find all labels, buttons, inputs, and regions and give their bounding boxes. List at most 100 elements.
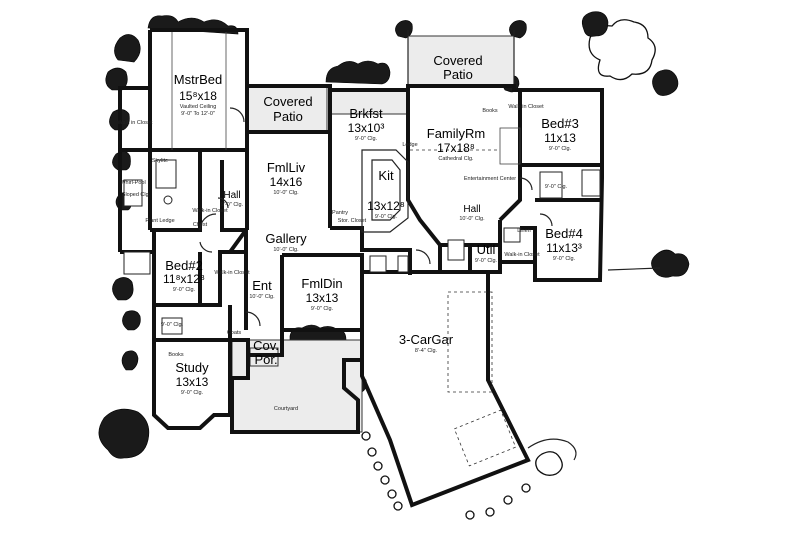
tree: [98, 408, 150, 459]
wall: [150, 28, 249, 150]
walk-in-closet-bed2-label: Walk-in Closet: [214, 270, 250, 276]
room-labels: MstrBed 15⁸x18 Vaulted Ceiling 9'-0" To …: [163, 53, 583, 396]
door-swing[interactable]: [199, 241, 213, 253]
annotations: Walk in Closet Whirl-Pool Skylite Sloped…: [118, 104, 568, 412]
fml-din-size: 13x13: [306, 291, 339, 305]
wall: [228, 223, 248, 254]
garage-ceiling: 8'-4" Clg.: [415, 348, 438, 354]
courtyard-label: Courtyard: [274, 406, 298, 412]
bed4-name: Bed#4: [545, 226, 583, 241]
bed2-size: 11⁸x12⁸: [163, 272, 205, 286]
door-swing[interactable]: [199, 213, 217, 231]
linen-shelf: [503, 227, 521, 243]
door-swing[interactable]: [245, 311, 261, 327]
hall-right-ceiling: 10'-0" Clg.: [459, 216, 485, 222]
util-ceiling: 9'-0" Clg.: [475, 258, 498, 264]
wall: [154, 305, 232, 342]
bed3-name: Bed#3: [541, 116, 579, 131]
chest-label: Chest: [193, 222, 208, 228]
wall: [120, 148, 152, 230]
shrub: [509, 20, 527, 39]
kitchen-counter: [361, 149, 409, 233]
covered-patio-right: [407, 35, 515, 87]
family-rm-size: 17x18⁸: [437, 141, 475, 155]
hall-left-name: Hall: [223, 190, 240, 201]
wall: [230, 355, 362, 434]
family-rm-name: FamilyRm: [427, 126, 486, 141]
brkfst-name: Brkfst: [349, 106, 383, 121]
covered-patio-right-label-2: Patio: [443, 67, 473, 82]
sink: [123, 251, 151, 275]
master-bed-ceiling-height: 9'-0" To 12'-0": [181, 111, 215, 117]
shrub: [121, 350, 139, 371]
study-size: 13x13: [176, 375, 209, 389]
shrub: [521, 483, 531, 493]
family-rm-ceiling: Cathedral Clg.: [438, 156, 474, 162]
shrub: [652, 69, 679, 96]
util-name: Util: [477, 242, 496, 257]
door-swing[interactable]: [217, 197, 229, 209]
shrub: [114, 34, 141, 63]
garage-name: 3-CarGar: [399, 332, 454, 347]
coats-label: Coats: [227, 330, 242, 336]
shrub: [387, 489, 397, 499]
walk-in-closet-label: Walk in Closet: [118, 120, 153, 126]
stair-cabinet: [397, 255, 409, 273]
wall: [360, 270, 531, 508]
bed4-size: 11x13³: [546, 241, 582, 255]
shrub: [112, 277, 134, 301]
bed2-ceiling: 9'-0" Clg.: [173, 287, 196, 293]
bed3-ceiling: 9'-0" Clg.: [549, 146, 572, 152]
cov-por-label-2: Por.: [254, 352, 277, 367]
door-swing[interactable]: [519, 177, 533, 191]
shrub-row: [289, 324, 347, 341]
shrub: [361, 431, 371, 441]
walk-in-closet-master-label: Walk-in Closet: [192, 208, 228, 214]
fml-liv-size: 14x16: [270, 175, 303, 189]
shrub: [367, 447, 377, 457]
shrub: [380, 475, 390, 485]
bed3-tub: [581, 169, 601, 197]
brkfst-ceiling: 9'-0" Clg.: [355, 136, 378, 142]
fireplace: [499, 127, 521, 165]
books-family-label: Books: [482, 108, 498, 114]
shrub: [535, 451, 563, 476]
shrub: [105, 67, 128, 91]
brkfst-size: 13x10³: [348, 121, 385, 135]
shower: [155, 159, 177, 189]
hall-left-ceiling: 9'-0" Clg.: [221, 202, 244, 208]
bed3-bath-ceiling: 9'-0" Clg.: [545, 184, 568, 190]
linen-label: Linen: [517, 228, 530, 234]
hall-right-name: Hall: [463, 204, 480, 215]
bed3-size: 11x13: [544, 131, 576, 145]
walk-in-closet-bed3-label: Walk-in Closet: [508, 104, 544, 110]
books-study-label: Books: [168, 352, 184, 358]
kit-ceiling: 9'-0" Clg.: [375, 214, 398, 220]
shrub: [395, 20, 413, 39]
tree: [651, 249, 690, 278]
kitchen-island: [371, 159, 401, 221]
bed4-ceiling: 9'-0" Clg.: [553, 256, 576, 262]
skylite-label: Skylite: [152, 158, 168, 164]
hedge-line: [607, 267, 661, 271]
shrub: [373, 461, 383, 471]
plant-ledge-label: Plant Ledge: [145, 218, 174, 224]
walk-in-closet-bed4-label: Walk-in Closet: [504, 252, 540, 258]
kit-name: Kit: [378, 168, 394, 183]
util-sink: [369, 255, 387, 273]
fml-din-ceiling: 9'-0" Clg.: [311, 306, 334, 312]
shrub: [122, 310, 141, 331]
wall: [520, 226, 537, 262]
kit-size: 13x12⁸: [367, 199, 405, 213]
covered-patio-left-label-2: Patio: [273, 109, 303, 124]
shrub: [581, 11, 609, 37]
wall: [282, 253, 364, 330]
whirlpool-label: Whirl-Pool: [120, 180, 145, 186]
door-swing[interactable]: [539, 213, 553, 227]
covered-patio-left-label-1: Covered: [263, 94, 312, 109]
door-swing[interactable]: [229, 107, 245, 123]
shrub: [393, 501, 403, 511]
door-swing[interactable]: [415, 249, 431, 265]
gallery-ceiling: 10'-0" Clg.: [273, 247, 299, 253]
ent-ceiling: 10'-0" Clg.: [249, 294, 275, 300]
